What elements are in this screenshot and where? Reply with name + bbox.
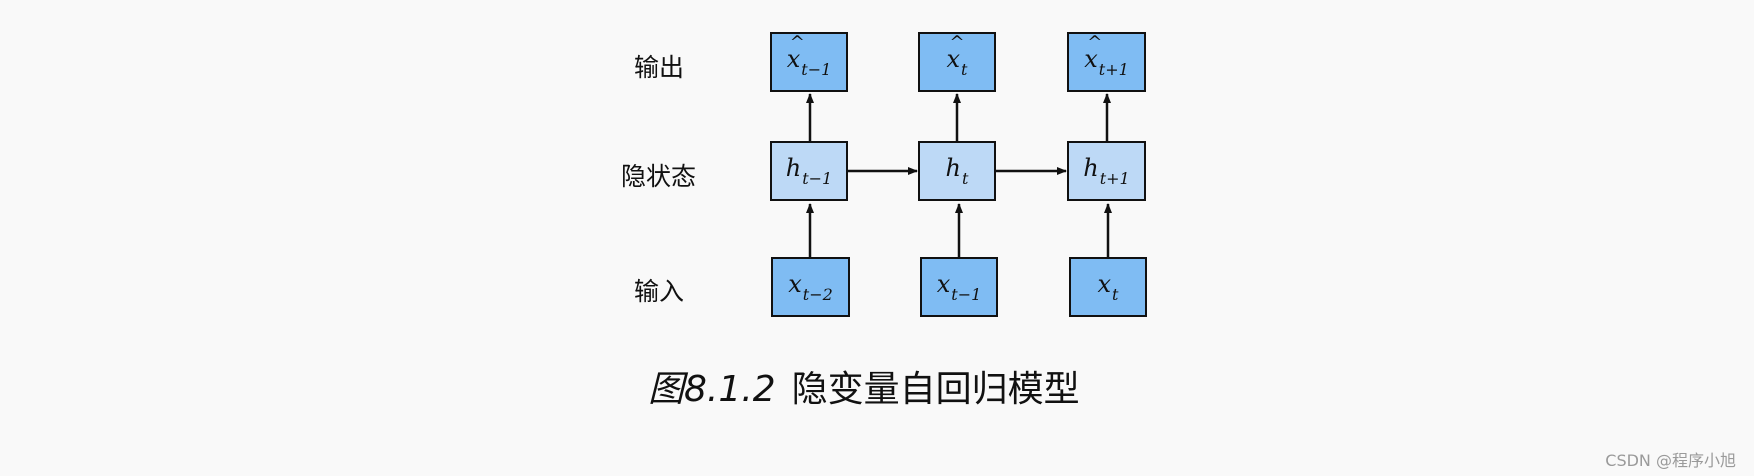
output-symbol: x (1084, 45, 1098, 73)
input-subscript: t−2 (802, 285, 833, 304)
hidden-node-1: ht−1 (770, 141, 848, 201)
input-subscript: t (1112, 285, 1119, 304)
hidden-node-2: ht (918, 141, 996, 201)
output-node-1: ^xt−1 (770, 32, 848, 92)
input-symbol: x (1097, 270, 1112, 298)
hidden-symbol: h (945, 154, 962, 182)
output-node-2: ^xt (918, 32, 996, 92)
figure-title: 隐变量自回归模型 (791, 369, 1080, 410)
output-subscript: t (961, 60, 968, 79)
output-subscript: t−1 (801, 60, 832, 79)
input-node-2: xt−1 (920, 257, 998, 317)
hidden-subscript: t−1 (802, 169, 833, 188)
row-label-hidden: 隐状态 (621, 162, 697, 191)
output-subscript: t+1 (1098, 60, 1129, 79)
output-symbol: x (786, 45, 801, 73)
hidden-node-3: ht+1 (1067, 141, 1146, 201)
hidden-subscript: t+1 (1099, 169, 1130, 188)
row-label-input: 输入 (634, 277, 685, 306)
input-subscript: t−1 (951, 285, 982, 304)
figure-number: 图8.1.2 (648, 369, 776, 410)
input-symbol: x (936, 270, 951, 298)
hidden-symbol: h (785, 154, 802, 182)
hidden-subscript: t (962, 169, 969, 188)
row-label-output: 输出 (634, 53, 685, 82)
output-node-3: ^xt+1 (1067, 32, 1146, 92)
input-node-3: xt (1069, 257, 1147, 317)
input-node-1: xt−2 (771, 257, 850, 317)
input-symbol: x (788, 270, 802, 298)
hidden-symbol: h (1083, 154, 1099, 182)
watermark: CSDN @程序小旭 (1605, 451, 1736, 470)
output-symbol: x (946, 45, 961, 73)
figure-caption: 图8.1.2 隐变量自回归模型 (648, 360, 1080, 412)
